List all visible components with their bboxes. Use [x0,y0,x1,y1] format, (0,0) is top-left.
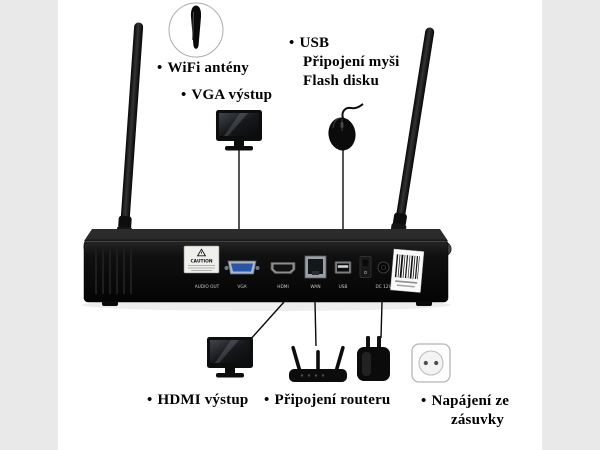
usb-label-line3: Flash disku [303,73,379,89]
vga-port [224,260,260,275]
hdmi-monitor-icon [207,337,253,378]
usb-label-line2: Připojení myši [303,54,400,70]
hdmi-bullet: • [147,392,153,408]
audio-out-port-label: AUDIO OUT [195,284,220,290]
callout-power-supply: •Napájení ze zásuvky [421,392,509,430]
device-top-face [84,229,448,241]
lan-port-label: WAN [310,284,320,290]
power-leader-line [380,301,383,339]
power-switch [359,256,372,278]
usb-port-label: USB [339,284,348,290]
right-gray-margin [542,0,600,450]
usb-bullet: • [289,35,295,51]
router-leader-line [314,301,317,347]
callout-usb: •USB Připojení myši Flash disku [289,34,400,91]
vga-bullet: • [181,87,187,103]
dc-power-jack [377,261,390,274]
antenna-tip-closeup-icon [168,2,224,58]
vga-port-label: VGA [237,284,246,290]
power-label-line1: Napájení ze [431,393,510,409]
vga-label: VGA výstup [191,87,273,103]
callout-hdmi-output: •HDMI výstup [147,392,248,409]
caution-sticker: CAUTION [183,245,220,274]
wifi-antenna-left [116,22,144,239]
wall-socket-icon [411,343,451,383]
left-gray-margin [0,0,58,450]
router-icon [289,345,347,382]
usb-label-line1: USB [299,35,330,51]
barcode-sticker [390,248,425,293]
usb-port [334,261,352,274]
nvr-device: CAUTION [83,229,452,306]
hdmi-port [270,262,296,274]
wifi-label: WiFi antény [167,60,249,76]
lan-port [304,255,327,279]
hdmi-leader-line [248,301,285,342]
hdmi-label: HDMI výstup [157,392,249,408]
callout-wifi-antennas: •WiFi antény [157,60,249,77]
power-adapter-icon [357,336,390,381]
vent-slots [95,250,132,294]
wifi-bullet: • [157,60,163,76]
power-label-line2: zásuvky [451,412,505,428]
power-bullet: • [421,393,427,409]
router-label: Připojení routeru [274,392,391,408]
callout-vga-output: •VGA výstup [181,87,272,104]
vga-monitor-icon [216,110,262,151]
usb-mouse-icon [328,103,364,151]
device-front-face [83,239,449,303]
callout-router-connection: •Připojení routeru [264,392,390,409]
router-bullet: • [264,392,270,408]
hdmi-port-label: HDMI [277,284,289,290]
caution-text: CAUTION [190,258,212,264]
dc-port-label: DC 12V [375,284,391,290]
